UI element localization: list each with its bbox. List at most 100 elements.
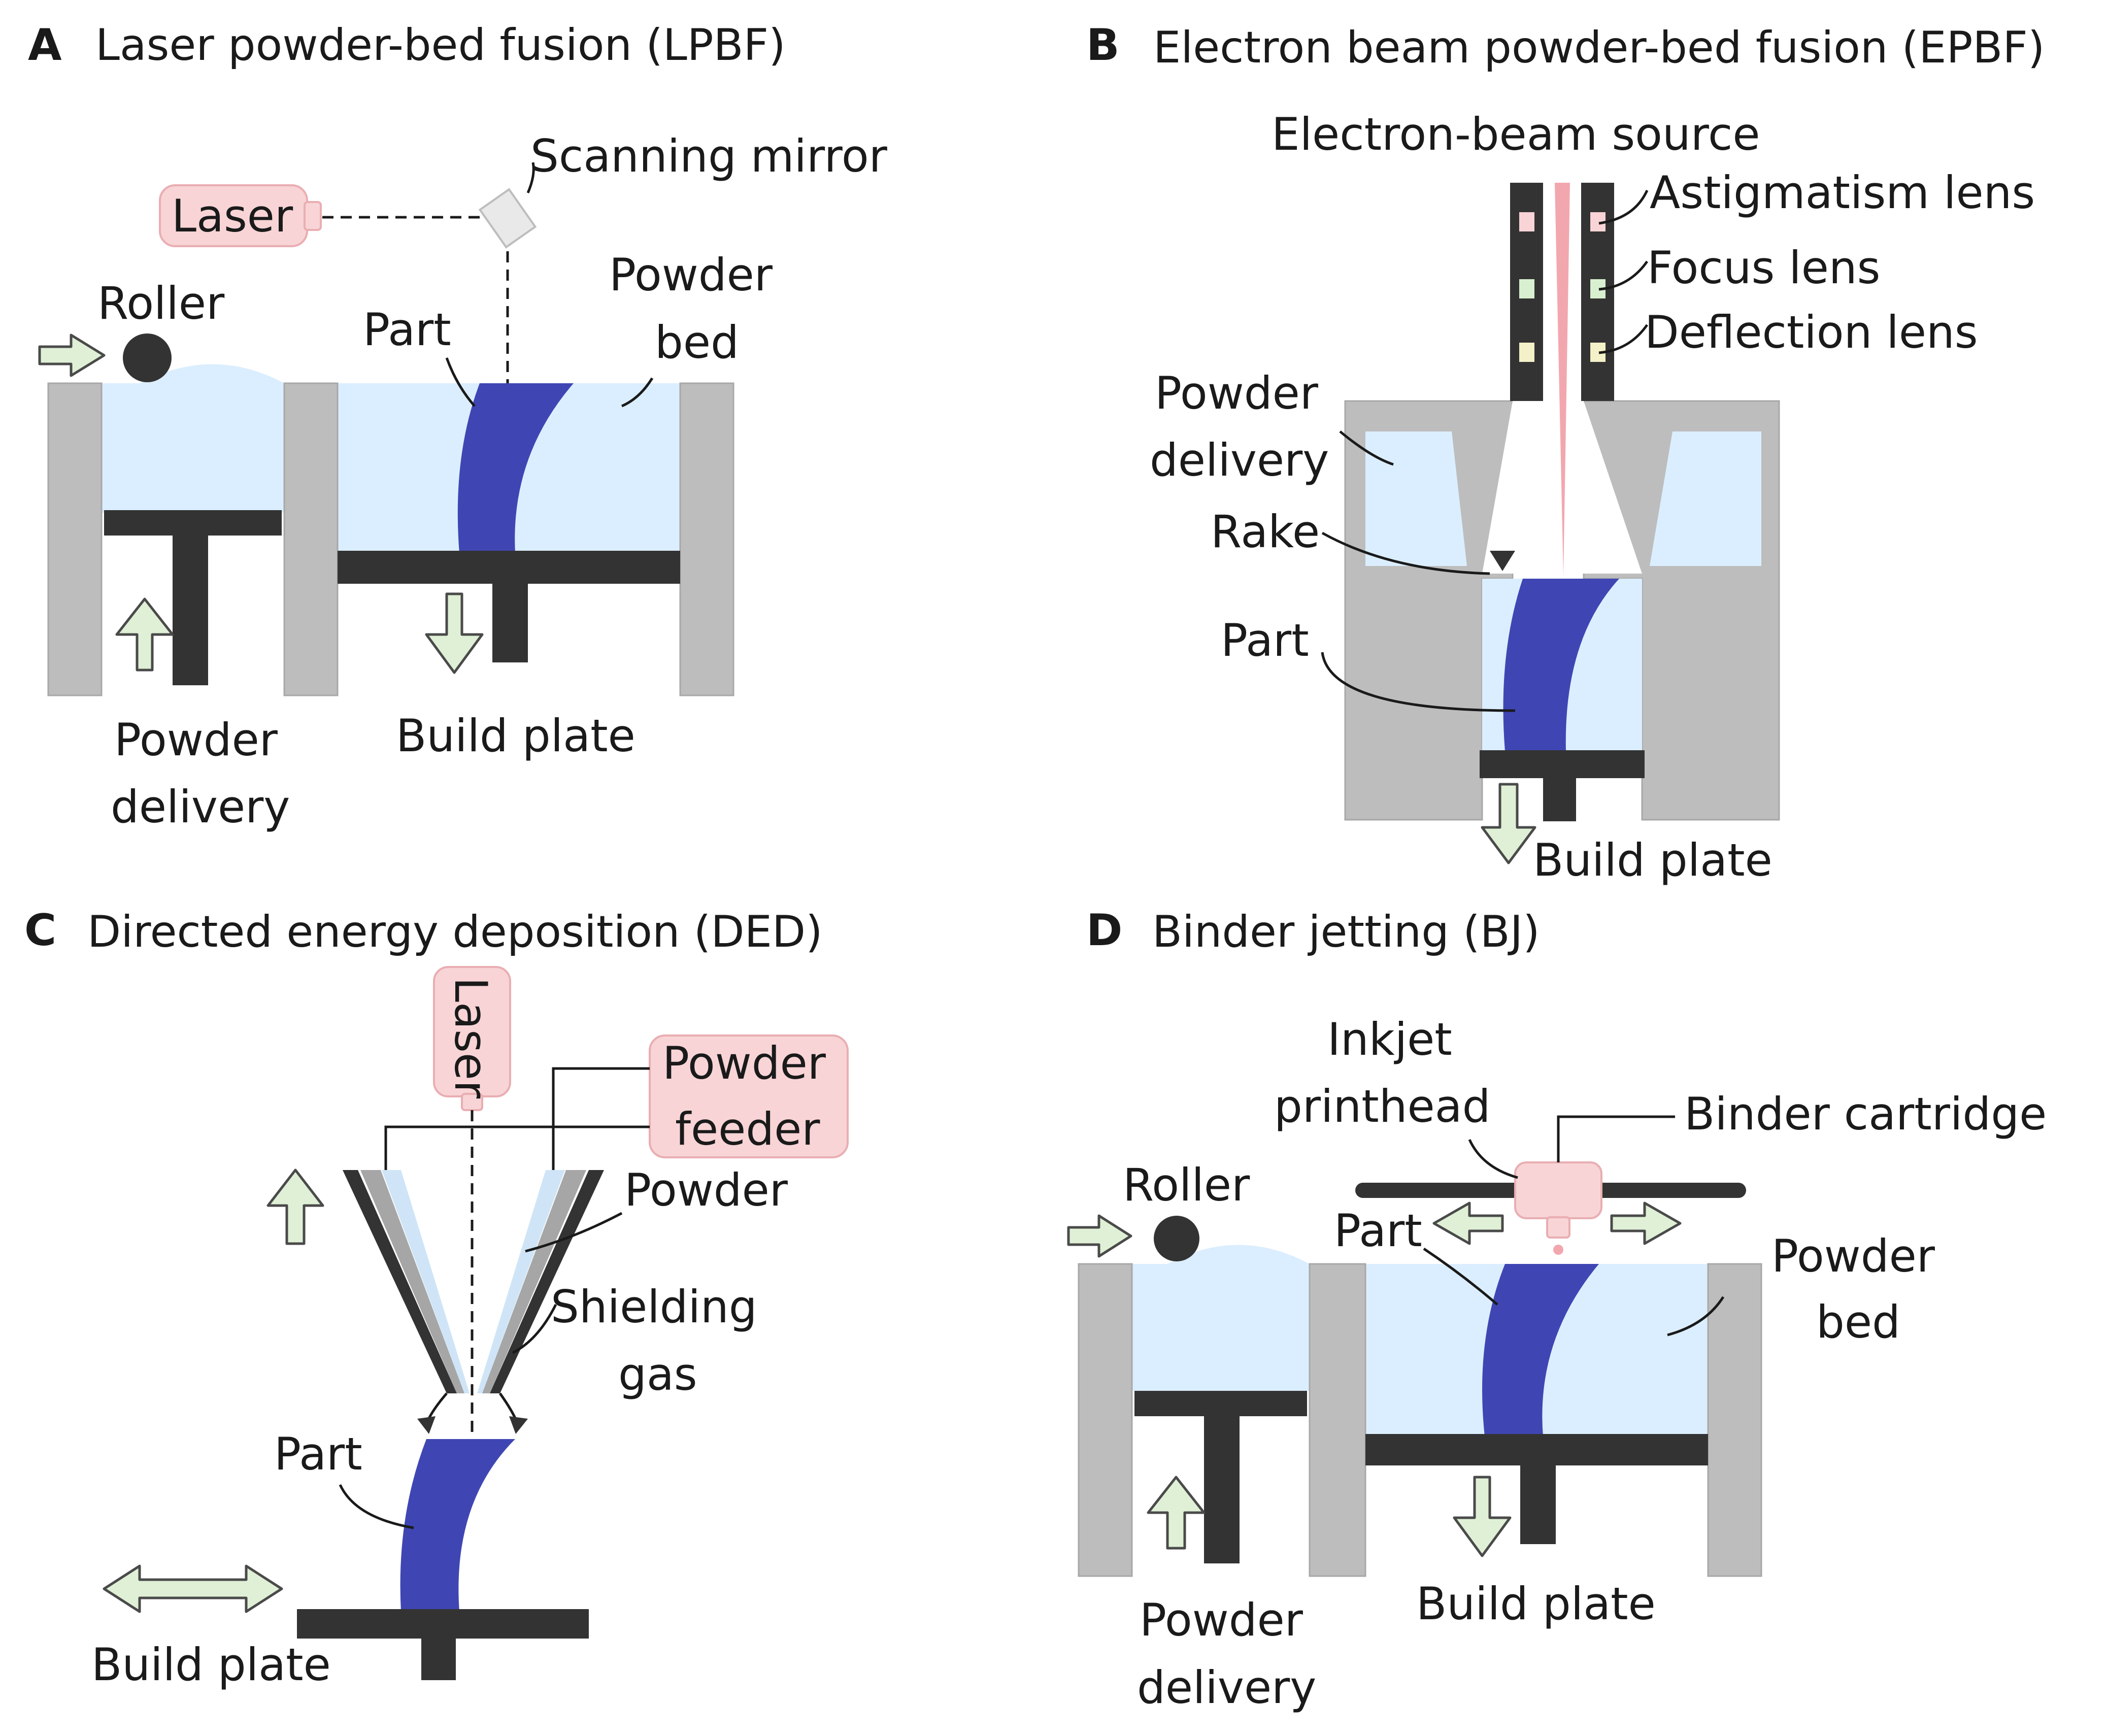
c-build-plate-rod <box>421 1635 456 1680</box>
a-wall-left <box>47 382 103 696</box>
b-powder-delivery-leader <box>1339 430 1394 466</box>
a-build-down-arrow-icon <box>425 592 484 674</box>
a-build-plate-rod <box>492 581 528 662</box>
c-gas-arrow-left-icon <box>417 1416 436 1434</box>
panel-d-title: Binder jetting (BJ) <box>1152 907 1540 957</box>
d-wall-middle <box>1309 1263 1366 1577</box>
panel-d: D Binder jetting (BJ) <box>1067 905 2047 1714</box>
d-powder-bed-label-1: Powder <box>1771 1230 1935 1282</box>
c-shielding-gas-label-1: Shielding <box>551 1281 757 1333</box>
a-laser-nozzle <box>304 201 322 231</box>
panel-d-letter: D <box>1086 905 1122 956</box>
a-part-leader <box>445 357 476 407</box>
d-cartridge-leader <box>1557 1115 1675 1162</box>
b-deflection-lens-left <box>1519 343 1534 362</box>
c-build-plate-label: Build plate <box>91 1639 331 1691</box>
a-roller-arrow-icon <box>38 333 106 377</box>
b-build-plate-rod <box>1543 776 1576 821</box>
b-astigmatism-leader <box>1598 189 1649 225</box>
b-deflection-leader <box>1598 324 1649 354</box>
a-powder-bed-leader <box>621 377 654 408</box>
c-nozzle-left-outer <box>343 1170 457 1393</box>
d-delivery-up-arrow-icon <box>1147 1476 1206 1550</box>
a-delivery-powder <box>102 364 284 513</box>
c-shielding-gas-label-2: gas <box>618 1348 697 1400</box>
b-build-down-arrow-icon <box>1481 783 1536 864</box>
b-powder-delivery-label-1: Powder <box>1155 367 1319 419</box>
c-powder-leader <box>525 1212 623 1253</box>
b-part-label: Part <box>1221 614 1309 666</box>
d-powder-delivery-label-2: delivery <box>1137 1661 1316 1714</box>
d-printhead-leader <box>1468 1139 1518 1179</box>
d-printhead-nozzle <box>1546 1216 1570 1239</box>
d-powder-bed-leader <box>1667 1296 1725 1337</box>
a-delivery-piston-rod <box>173 533 208 685</box>
d-inkjet-printhead-label-2: printhead <box>1274 1080 1490 1132</box>
a-powder-bed-label-2: bed <box>655 316 739 369</box>
panel-b-letter: B <box>1086 20 1120 71</box>
b-focus-lens-left <box>1519 279 1534 298</box>
b-focus-leader <box>1598 260 1649 291</box>
d-inkjet-printhead-label-1: Inkjet <box>1327 1013 1452 1065</box>
a-roller-label: Roller <box>97 277 225 329</box>
c-shielding-leader <box>512 1304 557 1354</box>
d-powder-bed-label-2: bed <box>1816 1296 1900 1348</box>
d-delivery-powder <box>1132 1245 1310 1391</box>
b-electron-beam <box>1555 183 1570 576</box>
c-feed-line-left <box>384 1125 650 1170</box>
d-roller-arrow-icon <box>1067 1214 1132 1258</box>
a-scanning-mirror-label: Scanning mirror <box>530 130 888 182</box>
d-build-plate <box>1365 1434 1708 1465</box>
d-build-plate-rod <box>1520 1463 1556 1544</box>
b-part <box>1503 579 1619 751</box>
c-laser-label: Laser <box>445 977 497 1099</box>
c-part-leader <box>339 1484 414 1529</box>
b-deflection-label: Deflection lens <box>1645 306 1978 358</box>
a-build-plate-label: Build plate <box>396 710 636 762</box>
d-roller-label: Roller <box>1123 1159 1250 1211</box>
d-binder-droplet <box>1553 1245 1563 1255</box>
a-laser-label: Laser <box>172 190 293 242</box>
b-part-leader <box>1321 652 1516 712</box>
d-build-plate-label: Build plate <box>1416 1578 1656 1630</box>
c-part <box>400 1439 515 1612</box>
c-nozzle-right-outer <box>490 1170 604 1393</box>
d-printhead-left-arrow-icon <box>1432 1201 1504 1245</box>
b-astigmatism-lens-left <box>1519 212 1534 231</box>
d-delivery-piston <box>1134 1391 1307 1416</box>
a-delivery-piston <box>104 510 282 536</box>
panel-a-letter: A <box>28 20 62 71</box>
d-printhead <box>1514 1161 1602 1219</box>
a-part-label: Part <box>363 304 451 356</box>
panel-c: C Directed energy deposition (DED) Laser… <box>24 905 849 1691</box>
d-wall-right <box>1707 1263 1762 1577</box>
d-part-label: Part <box>1334 1205 1422 1257</box>
b-rake-label: Rake <box>1211 506 1320 558</box>
c-powder-label: Powder <box>624 1164 788 1216</box>
d-part-leader <box>1423 1247 1498 1306</box>
c-part-label: Part <box>274 1428 362 1480</box>
b-focus-label: Focus lens <box>1647 242 1881 294</box>
d-printhead-right-arrow-icon <box>1610 1201 1682 1245</box>
d-powder-delivery-label-1: Powder <box>1140 1594 1303 1646</box>
a-mirror-leader <box>526 162 535 193</box>
d-roller <box>1154 1216 1199 1261</box>
panel-b: B Electron beam powder-bed fusion (EPBF)… <box>1086 20 2045 886</box>
b-rake <box>1490 551 1515 571</box>
a-laser-beam <box>322 216 509 383</box>
a-powder-delivery-label-1: Powder <box>114 714 278 766</box>
a-powder-bed-label-1: Powder <box>609 249 773 301</box>
d-build-down-arrow-icon <box>1453 1476 1512 1557</box>
panel-a-title: Laser powder-bed fusion (LPBF) <box>95 20 786 71</box>
c-plate-move-arrow-icon <box>103 1564 283 1613</box>
panel-c-title: Directed energy deposition (DED) <box>87 907 823 957</box>
panel-b-title: Electron beam powder-bed fusion (EPBF) <box>1153 22 2045 73</box>
c-nozzle-left-gas <box>382 1170 470 1393</box>
b-rake-leader <box>1321 531 1490 575</box>
c-build-plate <box>297 1609 589 1639</box>
a-delivery-up-arrow-icon <box>115 597 174 672</box>
a-wall-middle <box>283 382 339 696</box>
a-scanning-mirror <box>478 188 537 249</box>
